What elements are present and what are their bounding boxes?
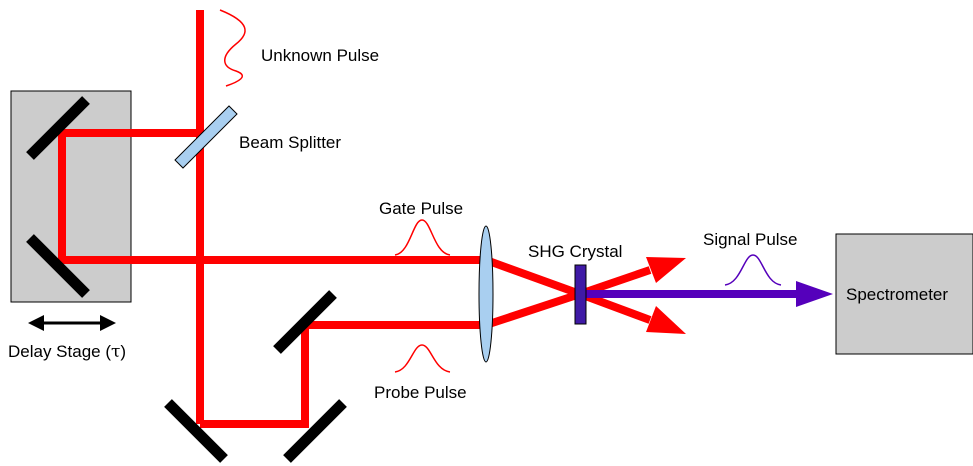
tau-symbol: τ: [111, 342, 120, 362]
mirror-delay-top: [26, 96, 90, 160]
delay-arrow-right-head: [100, 315, 116, 331]
delay-arrow-left-head: [28, 315, 44, 331]
gate-pulse-label: Gate Pulse: [379, 199, 463, 218]
lower-exit-beam: [578, 290, 652, 324]
delay-stage-label: Delay Stage (τ): [8, 342, 126, 362]
signal-arrowhead: [796, 281, 833, 307]
upper-exit-arrowhead: [646, 257, 686, 283]
unknown-pulse-waveform: [219, 9, 246, 87]
gate-pulse-waveform: [394, 219, 451, 256]
unknown-pulse-label: Unknown Pulse: [261, 46, 379, 65]
lower-exit-arrowhead: [646, 306, 686, 334]
delay-path-beam: [58, 129, 482, 264]
mirror-bottom-left: [164, 399, 228, 463]
probe-to-crystal-beam: [484, 290, 582, 329]
beam-splitter-label: Beam Splitter: [239, 133, 341, 152]
spectrometer-label: Spectrometer: [846, 285, 948, 304]
mirror-delay-bottom: [26, 234, 90, 298]
laser-beams: [58, 10, 652, 428]
shg-crystal-label: SHG Crystal: [528, 242, 622, 261]
shg-crystal: [574, 264, 587, 325]
probe-pulse-label: Probe Pulse: [374, 383, 467, 402]
mirror-bottom-right: [283, 399, 347, 463]
probe-path-beam: [200, 321, 482, 428]
mirrors: [26, 96, 347, 463]
probe-pulse-waveform: [394, 344, 451, 373]
signal-pulse-waveform: [724, 254, 782, 286]
gate-to-crystal-beam: [484, 256, 582, 298]
mirror-probe-top: [273, 290, 337, 354]
focusing-lens: [478, 225, 494, 363]
spectrometer-box: [835, 233, 973, 355]
delay-stage-box: [10, 90, 132, 303]
signal-pulse-label: Signal Pulse: [703, 230, 798, 249]
beam-splitter: [174, 105, 238, 169]
